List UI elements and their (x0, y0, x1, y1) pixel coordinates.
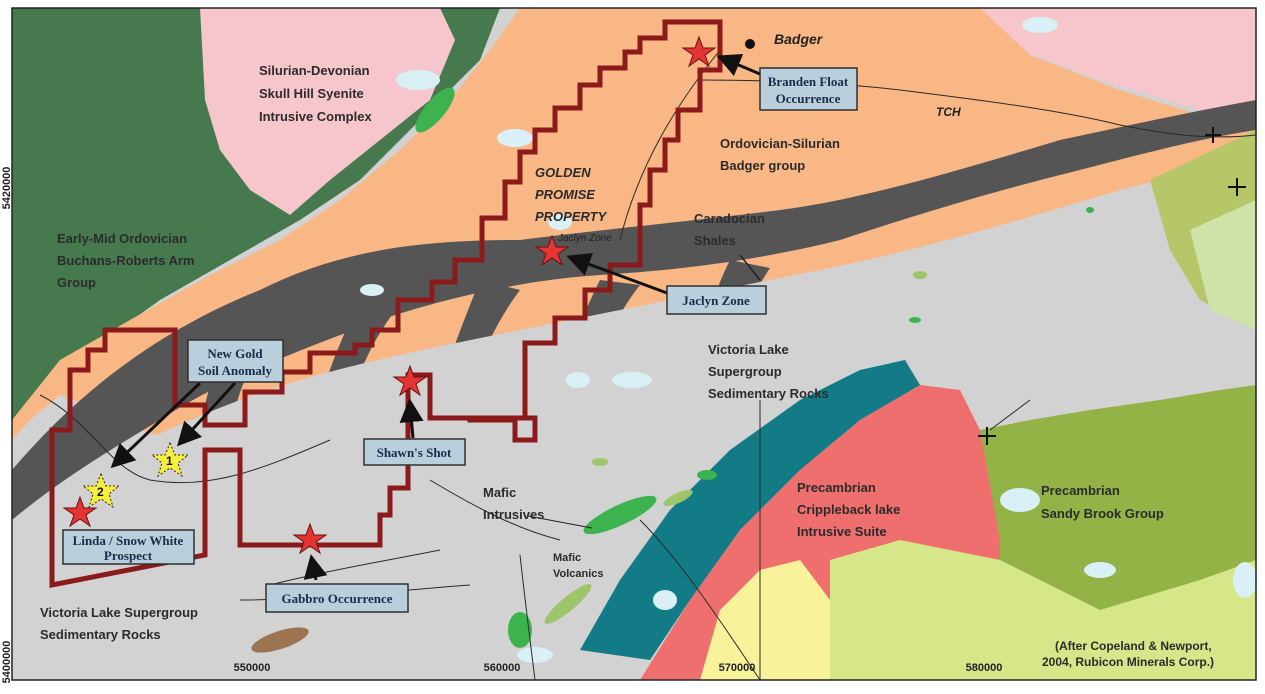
label-mafic-volcanics: Mafic Volcanics (553, 552, 604, 580)
star-anomaly-2: 2 (81, 472, 121, 509)
svg-text:Buchans-Roberts Arm: Buchans-Roberts Arm (57, 253, 194, 268)
grid-crosses (978, 127, 1246, 445)
callout-jaclyn-zone: Jaclyn Zone (666, 285, 767, 315)
northing-label-bottom: 5400000 (1, 641, 13, 684)
svg-text:Precambrian: Precambrian (797, 480, 876, 495)
star-jaclyn-zone (534, 234, 570, 267)
svg-text:Group: Group (57, 275, 96, 290)
svg-text:Intrusive Suite: Intrusive Suite (797, 524, 887, 539)
golden-promise-property-boundary (49, 19, 723, 589)
svg-text:Shawn's Shot: Shawn's Shot (377, 445, 452, 460)
star-branden-float (681, 35, 717, 68)
callout-gabbro: Gabbro Occurrence (265, 583, 409, 613)
svg-text:Ordovician-Silurian: Ordovician-Silurian (720, 136, 840, 151)
svg-text:2: 2 (97, 485, 104, 499)
svg-text:Prospect: Prospect (104, 548, 153, 563)
svg-text:Crippleback lake: Crippleback lake (797, 502, 900, 517)
easting-580000: 580000 (966, 662, 1003, 674)
svg-text:(After Copeland & Newport,: (After Copeland & Newport, (1055, 639, 1212, 653)
svg-text:Supergroup: Supergroup (708, 364, 782, 379)
label-victoria-lake-center: Victoria Lake Supergroup Sedimentary Roc… (708, 342, 829, 401)
svg-text:Jaclyn Zone: Jaclyn Zone (682, 293, 750, 308)
mafic-intrusives-leader (527, 515, 593, 529)
callout-arrows (110, 53, 761, 581)
svg-text:Intrusives: Intrusives (483, 507, 544, 522)
citation: (After Copeland & Newport, 2004, Rubicon… (1042, 639, 1214, 669)
star-gabbro (292, 522, 328, 555)
se-pale-yellow-unit (700, 560, 830, 680)
callout-linda-snow-white: Linda / Snow White Prospect (62, 529, 195, 565)
svg-text:Branden Float: Branden Float (768, 74, 849, 89)
skull-hill-syenite-unit (200, 8, 455, 215)
label-jaclyn-zone-small: Jaclyn Zone (557, 233, 612, 244)
svg-text:Sandy Brook Group: Sandy Brook Group (1041, 506, 1164, 521)
label-crippleback-lake: Precambrian Crippleback lake Intrusive S… (797, 480, 900, 539)
label-badger: Badger (774, 31, 824, 47)
svg-text:Early-Mid Ordovician: Early-Mid Ordovician (57, 231, 187, 246)
svg-text:Linda / Snow White: Linda / Snow White (73, 533, 184, 548)
easting-560000: 560000 (484, 662, 521, 674)
svg-text:Silurian-Devonian: Silurian-Devonian (259, 63, 370, 78)
callout-branden-float: Branden Float Occurrence (759, 67, 858, 111)
svg-text:Victoria Lake: Victoria Lake (708, 342, 789, 357)
mafic-pods (415, 87, 1094, 648)
svg-text:PROMISE: PROMISE (535, 187, 595, 202)
svg-text:Shales: Shales (694, 233, 736, 248)
victoria-lake-wedge (12, 150, 1256, 520)
svg-text:Badger group: Badger group (720, 158, 805, 173)
label-tch: TCH (936, 105, 961, 119)
star-linda-snow-white (62, 495, 98, 528)
svg-text:Sedimentary Rocks: Sedimentary Rocks (708, 386, 829, 401)
svg-text:2004, Rubicon Minerals Corp.): 2004, Rubicon Minerals Corp.) (1042, 655, 1214, 669)
ne-syenite-unit (980, 8, 1256, 120)
badger-town-dot (745, 39, 755, 49)
ne-pale-green-unit (1190, 200, 1256, 330)
callout-shawns-shot: Shawn's Shot (363, 438, 466, 466)
caradocian-leader (739, 254, 761, 281)
lakes (360, 17, 1257, 663)
callout-new-gold-soil: New Gold Soil Anomaly (187, 339, 284, 383)
svg-text:PROPERTY: PROPERTY (535, 209, 608, 224)
northing-label-top: 5420000 (1, 167, 13, 210)
label-sandy-brook: Precambrian Sandy Brook Group (1041, 483, 1164, 521)
brown-pod (251, 627, 309, 653)
svg-text:New Gold: New Gold (207, 346, 263, 361)
svg-text:Precambrian: Precambrian (1041, 483, 1120, 498)
caradocian-shale-band (12, 100, 1256, 520)
svg-text:Gabbro Occurrence: Gabbro Occurrence (281, 591, 392, 606)
sandy-brook-unit (980, 385, 1256, 650)
star-anomaly-1: 1 (150, 441, 190, 478)
label-caradocian-shales: Caradocian Shales (694, 211, 765, 248)
teal-mafic-band (580, 360, 920, 660)
easting-570000: 570000 (719, 662, 756, 674)
se-yellow-green-unit (830, 540, 1256, 680)
map-frame (11, 7, 1257, 681)
svg-text:Intrusive Complex: Intrusive Complex (259, 109, 372, 124)
svg-text:1: 1 (166, 454, 173, 468)
label-mafic-intrusives: Mafic Intrusives (483, 485, 544, 522)
svg-text:Sedimentary Rocks: Sedimentary Rocks (40, 627, 161, 642)
svg-text:Mafic: Mafic (483, 485, 516, 500)
svg-text:GOLDEN: GOLDEN (535, 165, 591, 180)
label-buchans-roberts-arm: Early-Mid Ordovician Buchans-Roberts Arm… (57, 231, 194, 290)
svg-text:Volcanics: Volcanics (553, 568, 604, 580)
star-shawns-shot (392, 364, 428, 397)
label-badger-group: Ordovician-Silurian Badger group (720, 136, 840, 173)
svg-text:Skull Hill Syenite: Skull Hill Syenite (259, 86, 364, 101)
svg-text:Occurrence: Occurrence (776, 91, 841, 106)
svg-text:Soil Anomaly: Soil Anomaly (198, 363, 273, 378)
label-golden-promise-property: GOLDEN PROMISE PROPERTY (535, 165, 608, 224)
svg-text:Caradocian: Caradocian (694, 211, 765, 226)
label-victoria-lake-sw: Victoria Lake Supergroup Sedimentary Roc… (40, 605, 198, 642)
svg-text:Victoria Lake Supergroup: Victoria Lake Supergroup (40, 605, 198, 620)
svg-text:Mafic: Mafic (553, 552, 581, 564)
label-skull-hill-syenite: Silurian-Devonian Skull Hill Syenite Int… (259, 63, 372, 124)
easting-550000: 550000 (234, 662, 271, 674)
